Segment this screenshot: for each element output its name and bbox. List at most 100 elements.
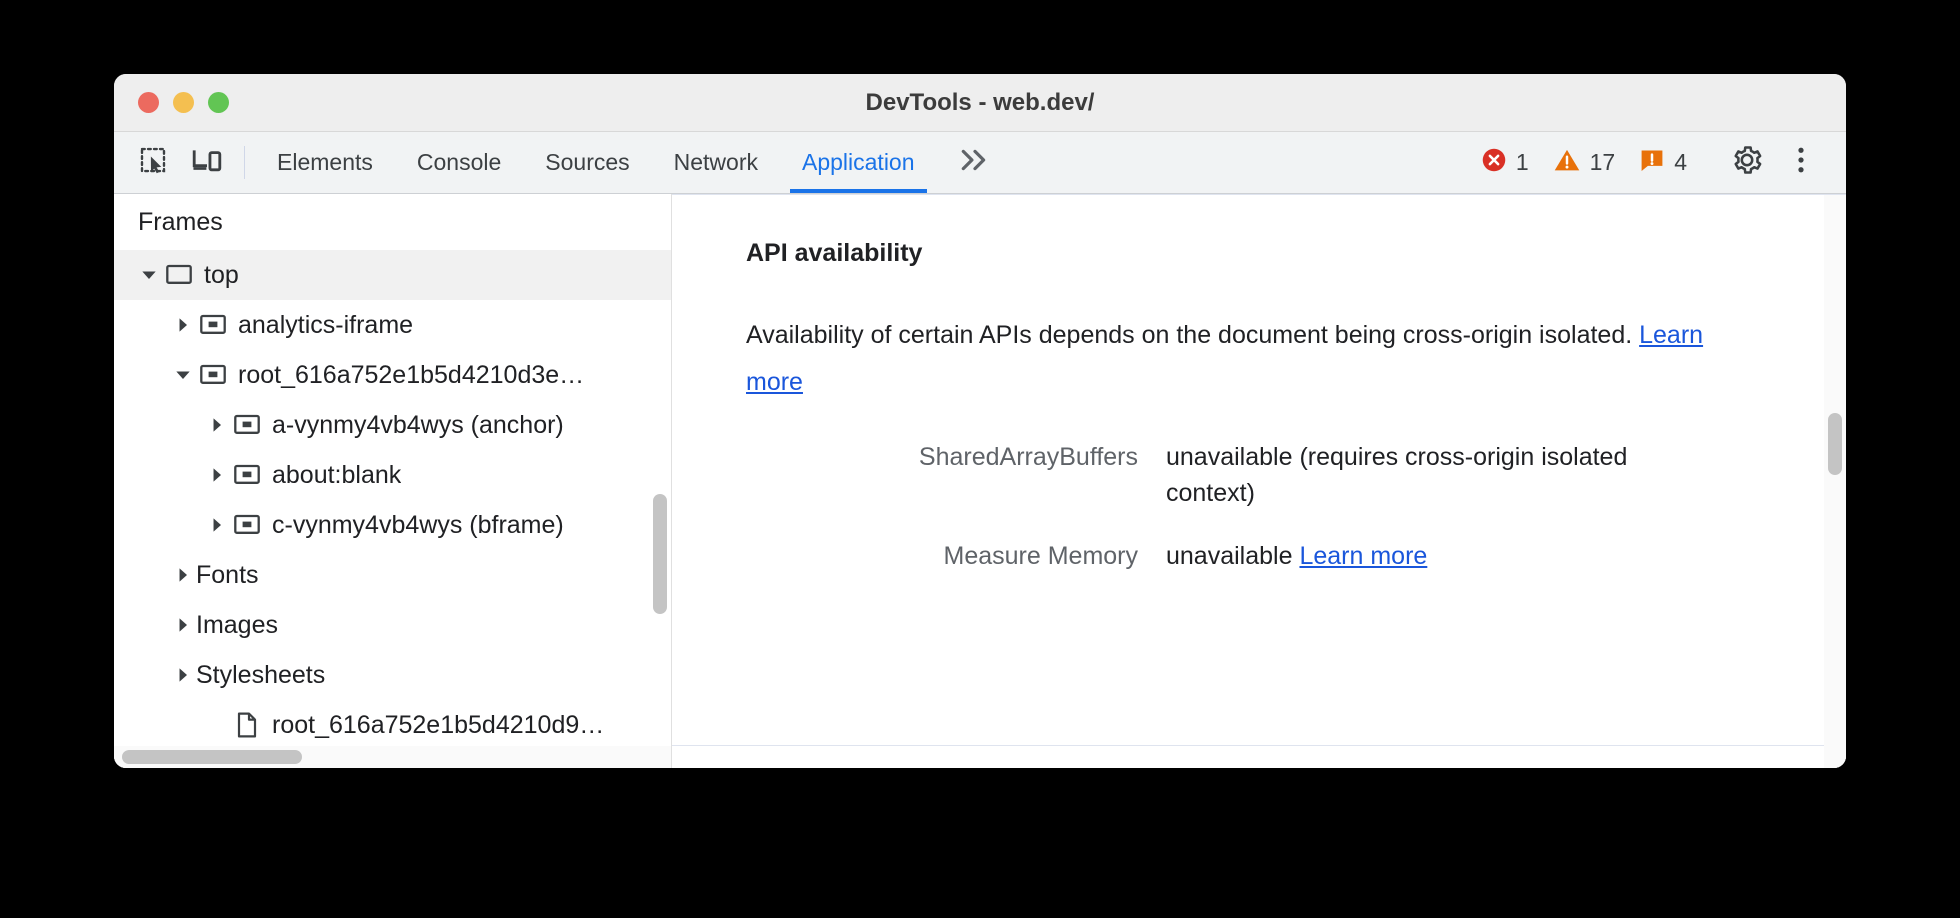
row-status-sharedarraybuffers: unavailable [1166,443,1293,471]
tab-network-label: Network [673,149,758,175]
chevron-right-icon[interactable] [170,617,196,633]
window-title: DevTools - web.dev/ [865,88,1095,116]
row-key-measure-memory: Measure Memory [943,541,1139,570]
more-tabs-button[interactable] [937,132,1007,193]
issue-count: 4 [1674,149,1687,175]
chevron-right-icon[interactable] [170,567,196,583]
tree-row-images[interactable]: Images [114,600,671,650]
traffic-light-buttons [138,92,229,113]
devtools-body: Frames top analytics-iframe root_616a752… [114,194,1846,768]
tree-row-label: root_616a752e1b5d4210d3e… [238,360,585,389]
tab-sources[interactable]: Sources [523,132,651,193]
row-note-sharedarraybuffers: (requires cross-origin isolated context) [1166,443,1628,508]
iframe-icon [196,314,230,336]
tab-sources-label: Sources [545,149,630,175]
tree-row-root-616a752e1b5d4210d9[interactable]: root_616a752e1b5d4210d9… [114,700,671,750]
inspect-element-icon [138,145,168,180]
frames-tree: top analytics-iframe root_616a752e1b5d42… [114,250,671,750]
iframe-icon [230,514,264,536]
device-toolbar-button[interactable] [180,132,234,193]
section-description-text: Availability of certain APIs depends on … [746,321,1640,349]
iframe-icon [230,414,264,436]
tree-row-label: Fonts [196,560,259,589]
devtools-window: DevTools - web.dev/ [114,74,1846,768]
toolbar-spacer [1007,132,1469,193]
warning-count: 17 [1589,149,1616,175]
tab-console-label: Console [416,149,502,175]
more-options-button[interactable] [1774,145,1828,180]
tree-row-a-vynmy4vb4wys-anchor[interactable]: a-vynmy4vb4wys (anchor) [114,400,671,450]
section-description: Availability of certain APIs depends on … [746,312,1726,405]
tab-elements-label: Elements [277,149,373,175]
tab-application[interactable]: Application [780,132,937,193]
tree-row-c-vynmy4vb4wys-bframe[interactable]: c-vynmy4vb4wys (bframe) [114,500,671,550]
frame-top-icon [162,264,196,286]
tree-row-analytics-iframe[interactable]: analytics-iframe [114,300,671,350]
tree-row-label: c-vynmy4vb4wys (bframe) [272,510,564,539]
row-key-sharedarraybuffers: SharedArrayBuffers [918,443,1138,471]
tree-row-label: Images [196,610,278,639]
chevron-right-icon[interactable] [170,317,196,333]
error-icon [1481,147,1507,178]
tree-row-label: analytics-iframe [238,310,414,339]
row-value-measure-memory: unavailable Learn more [1166,538,1427,574]
toolbar-right-cluster: 1 17 [1469,132,1846,193]
panel-bottom-divider [672,745,1846,746]
minimize-window-button[interactable] [173,92,194,113]
tree-row-stylesheets[interactable]: Stylesheets [114,650,671,700]
tab-application-label: Application [802,149,915,175]
error-count: 1 [1515,149,1529,175]
table-row: SharedArrayBuffers unavailable (requires… [746,439,1666,512]
gear-icon [1731,144,1763,181]
iframe-icon [230,464,264,486]
sidebar-vscrollbar-thumb[interactable] [653,494,667,614]
section-title: API availability [746,239,923,267]
chevron-down-icon[interactable] [136,267,162,283]
chevron-down-icon[interactable] [170,367,196,383]
toolbar-divider [244,146,245,179]
chevron-right-icon[interactable] [204,417,230,433]
chevron-double-right-icon [959,147,991,178]
device-toolbar-icon [191,145,223,180]
api-availability-learn-more-link[interactable]: Learn more [746,321,1704,396]
chevron-right-icon[interactable] [204,467,230,483]
document-icon [230,712,264,738]
zoom-window-button[interactable] [208,92,229,113]
api-availability-table: SharedArrayBuffers unavailable (requires… [746,439,1666,574]
frame-details-panel: API availability Availability of certain… [672,194,1846,768]
settings-button[interactable] [1720,144,1774,181]
sidebar-title: Frames [114,194,671,250]
window-titlebar: DevTools - web.dev/ [114,74,1846,132]
tree-row-label: a-vynmy4vb4wys (anchor) [272,410,564,439]
issue-icon [1639,147,1665,178]
tab-network[interactable]: Network [652,132,780,193]
tree-row-top[interactable]: top [114,250,671,300]
warning-counter[interactable]: 17 [1541,147,1628,178]
frames-sidebar: Frames top analytics-iframe root_616a752… [114,194,672,768]
table-row: Measure Memory unavailable Learn more [746,538,1666,574]
close-window-button[interactable] [138,92,159,113]
chevron-right-icon[interactable] [170,667,196,683]
measure-memory-learn-more-link[interactable]: Learn more [1299,541,1428,570]
frame-details-content: API availability Availability of certain… [672,195,1846,574]
sidebar-hscrollbar-track[interactable] [114,746,671,768]
issue-counter[interactable]: 4 [1627,147,1699,178]
tree-row-root-616a752e1b5d4210d3e[interactable]: root_616a752e1b5d4210d3e… [114,350,671,400]
tab-console[interactable]: Console [395,132,523,193]
main-vscrollbar-thumb[interactable] [1828,413,1842,475]
tree-row-fonts[interactable]: Fonts [114,550,671,600]
error-counter[interactable]: 1 [1469,147,1541,178]
row-value-sharedarraybuffers: unavailable (requires cross-origin isola… [1166,439,1636,512]
tree-row-label: root_616a752e1b5d4210d9… [272,710,605,739]
tree-row-label: top [204,260,239,289]
tree-row-label: Stylesheets [196,660,326,689]
iframe-icon [196,364,230,386]
sidebar-hscrollbar-thumb[interactable] [122,750,302,764]
chevron-right-icon[interactable] [204,517,230,533]
row-status-measure-memory: unavailable [1166,541,1293,570]
kebab-menu-icon [1789,145,1813,180]
tree-row-about-blank[interactable]: about:blank [114,450,671,500]
main-vscrollbar-track[interactable] [1824,195,1846,768]
tab-elements[interactable]: Elements [255,132,395,193]
inspect-element-button[interactable] [126,132,180,193]
